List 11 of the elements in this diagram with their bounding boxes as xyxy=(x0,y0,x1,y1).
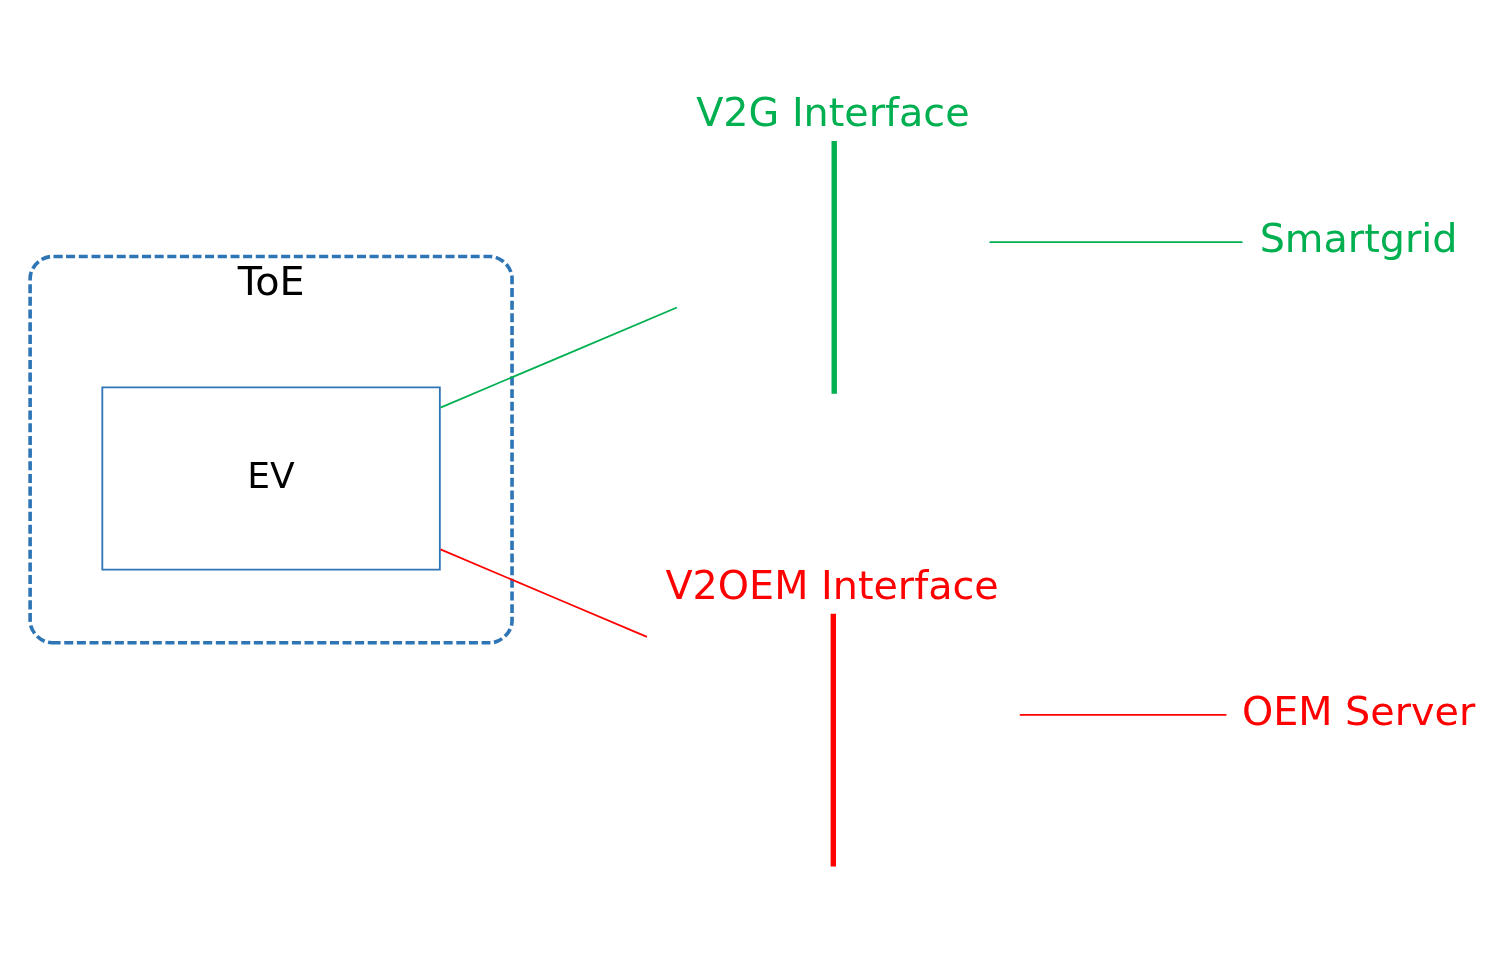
connector xyxy=(988,241,1244,243)
node-box xyxy=(831,141,837,394)
node-box xyxy=(830,613,837,867)
connector xyxy=(1018,714,1228,716)
node-text: Smartgrid xyxy=(1259,215,1458,262)
node-label: V2OEM Interface xyxy=(665,561,999,608)
connector xyxy=(439,306,678,409)
connector xyxy=(439,548,648,638)
node-box: EV xyxy=(101,386,441,571)
node-text: OEM Server xyxy=(1241,688,1476,735)
node-label: V2G Interface xyxy=(696,88,970,135)
